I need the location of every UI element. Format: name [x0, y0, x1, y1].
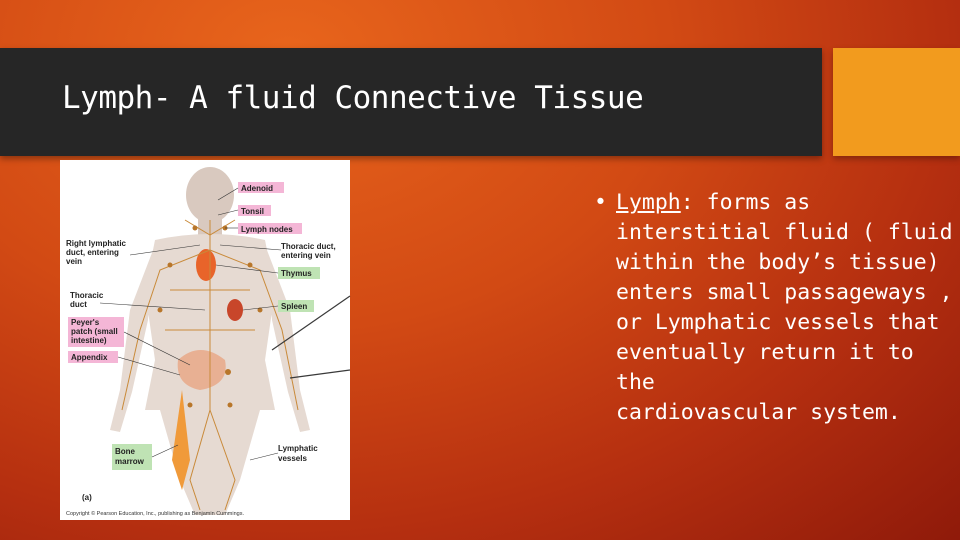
label-right-lymphatic-3: vein	[66, 257, 82, 266]
label-right-lymphatic-2: duct, entering	[66, 248, 119, 257]
thymus-organ	[196, 249, 216, 281]
accent-block	[833, 48, 960, 156]
label-peyers-3: intestine)	[71, 336, 107, 345]
bullet-line-2: interstitial fluid ( fluid	[616, 220, 953, 245]
lymphatic-system-figure: Adenoid Tonsil Lymph nodes Thoracic duct…	[60, 160, 350, 520]
bullet-line-6: eventually return it to the	[616, 340, 914, 395]
spleen-organ	[227, 299, 243, 321]
panel-label: (a)	[82, 493, 92, 502]
label-tonsil: Tonsil	[241, 207, 264, 216]
label-spleen: Spleen	[281, 302, 307, 311]
label-adenoid: Adenoid	[241, 184, 273, 193]
label-vessels: vessels	[278, 454, 307, 463]
label-thoracic-1: Thoracic	[70, 291, 104, 300]
label-bone: Bone	[115, 447, 136, 456]
term-lymph: Lymph	[616, 190, 681, 215]
label-marrow: marrow	[115, 457, 145, 466]
bullet-line-7: cardiovascular system.	[616, 400, 901, 425]
leader-lines	[99, 187, 282, 461]
bullet-line-1: : forms as	[680, 190, 811, 215]
bullet-content: Lymph: forms as interstitial fluid ( flu…	[616, 188, 954, 428]
bullet-icon: •	[594, 190, 607, 215]
bone-marrow-organ	[172, 390, 190, 490]
label-peyers-1: Peyer's	[71, 318, 100, 327]
bullet-line-5: or Lymphatic vessels that	[616, 310, 940, 335]
intestine-organ	[177, 350, 226, 390]
bullet-text: • Lymph: forms as interstitial fluid ( f…	[594, 188, 954, 428]
label-lymphatic: Lymphatic	[278, 444, 318, 453]
label-peyers-2: patch (small	[71, 327, 118, 336]
bullet-item: • Lymph: forms as interstitial fluid ( f…	[594, 188, 954, 428]
label-thoracic-duct-right-1: Thoracic duct,	[281, 242, 336, 251]
left-labels: Right lymphatic duct, entering vein Thor…	[66, 239, 152, 470]
label-thoracic-duct-right-2: entering vein	[281, 251, 331, 260]
figure-credit: Copyright © Pearson Education, Inc., pub…	[66, 510, 244, 517]
title-bar	[0, 48, 822, 156]
label-lymph-nodes: Lymph nodes	[241, 225, 293, 234]
bullet-line-3: within the body’s tissue)	[616, 250, 940, 275]
slide-title: Lymph- A fluid Connective Tissue	[62, 80, 644, 116]
label-thymus: Thymus	[281, 269, 312, 278]
label-appendix: Appendix	[71, 353, 108, 362]
lymphatic-diagram: Adenoid Tonsil Lymph nodes Thoracic duct…	[66, 167, 336, 517]
label-thoracic-2: duct	[70, 300, 87, 309]
lymph-nodes	[157, 225, 263, 408]
label-right-lymphatic-1: Right lymphatic	[66, 239, 127, 248]
bullet-line-4: enters small passageways ,	[616, 280, 953, 305]
